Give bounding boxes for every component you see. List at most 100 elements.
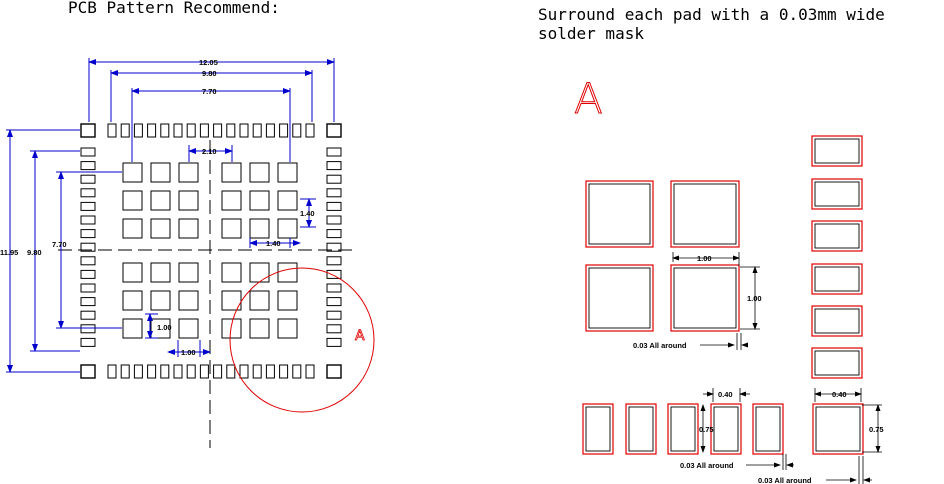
- edge-pad-right: [326, 297, 342, 307]
- edge-pad-bottom: [292, 364, 302, 379]
- small-pad-mask: [752, 403, 784, 455]
- edge-pad-top: [279, 123, 289, 138]
- center-pad: [122, 218, 143, 239]
- big-pad: [673, 183, 737, 245]
- edge-pad-left: [80, 283, 96, 293]
- center-pad: [249, 318, 270, 339]
- edge-pad-right: [326, 242, 342, 252]
- dim-height-outer: 11.95: [0, 248, 18, 257]
- center-pad: [277, 218, 298, 239]
- center-pad: [178, 218, 199, 239]
- big-pad-mask: [585, 180, 654, 248]
- side-pad: [814, 138, 860, 164]
- dim-pitch-top: 2.10: [202, 147, 217, 156]
- edge-pad-right: [326, 310, 342, 320]
- edge-pad-right: [326, 283, 342, 293]
- edge-pad-top: [199, 123, 209, 138]
- edge-pad-left: [80, 201, 96, 211]
- big-pad-mask: [670, 264, 740, 332]
- small-pad: [755, 406, 781, 452]
- center-pad: [221, 218, 242, 239]
- edge-pad-top: [305, 123, 315, 138]
- side-pad: [814, 181, 860, 207]
- center-pad: [178, 262, 199, 283]
- right-dimensions: 1.00 1.00 0.03 All around 0.40 0.75 0.03…: [633, 252, 884, 484]
- small-pad-mask: [710, 403, 742, 455]
- dim-pitch-right: 1.40: [300, 209, 315, 218]
- edge-pad-right: [326, 174, 342, 184]
- dim-big-height: 1.00: [747, 294, 762, 303]
- edge-pad-top: [186, 123, 196, 138]
- center-pad: [221, 162, 242, 183]
- side-pad: [814, 308, 860, 334]
- edge-pad-top: [133, 123, 143, 138]
- edge-pad-left: [80, 337, 96, 347]
- edge-pad-right: [326, 215, 342, 225]
- edge-pad-bottom: [133, 364, 143, 379]
- big-pad-mask: [585, 264, 654, 332]
- small-pad-mask: [625, 403, 657, 455]
- edge-pad-top: [265, 123, 275, 138]
- center-pad: [221, 190, 242, 211]
- corner-pad: [326, 364, 342, 379]
- center-pad: [221, 262, 242, 283]
- side-pad: [814, 350, 860, 376]
- edge-pad-bottom: [120, 364, 130, 379]
- center-pad: [277, 290, 298, 311]
- center-pad: [150, 262, 171, 283]
- edge-pad-right: [326, 229, 342, 239]
- edge-pad-left: [80, 147, 96, 157]
- edge-pad-right: [326, 147, 342, 157]
- edge-pad-right: [326, 256, 342, 266]
- dim-width-outer: 12.05: [199, 58, 218, 67]
- detail-pads: [582, 135, 864, 455]
- small-pad-mask: [582, 403, 614, 455]
- corner-pad: [80, 364, 96, 379]
- edge-pad-left: [80, 297, 96, 307]
- center-pad: [150, 162, 171, 183]
- edge-pad-bottom: [252, 364, 262, 379]
- edge-pad-bottom: [213, 364, 223, 379]
- small-pad: [670, 406, 696, 452]
- edge-pad-bottom: [199, 364, 209, 379]
- edge-pad-left: [80, 310, 96, 320]
- small-pad-mask: [667, 403, 699, 455]
- side-pad: [814, 266, 860, 292]
- edge-pad-right: [326, 201, 342, 211]
- edge-pad-top: [252, 123, 262, 138]
- edge-pad-right: [326, 188, 342, 198]
- edge-pad-right: [326, 337, 342, 347]
- edge-pad-left: [80, 242, 96, 252]
- edge-pad-top: [160, 123, 170, 138]
- side-pad-mask: [811, 178, 863, 210]
- edge-pad-left: [80, 269, 96, 279]
- edge-pad-bottom: [160, 364, 170, 379]
- dim-height-inner: 7.70: [52, 240, 67, 249]
- edge-pad-left: [80, 324, 96, 334]
- edge-pad-top: [239, 123, 249, 138]
- center-pad: [249, 162, 270, 183]
- dim-width-inner: 7.70: [202, 87, 217, 96]
- center-pad: [122, 162, 143, 183]
- detail-label-big: A: [574, 74, 603, 123]
- corner-pad: [80, 123, 96, 138]
- dim-big-width: 1.00: [697, 254, 712, 263]
- big-pad: [588, 183, 651, 245]
- right-title-line1: Surround each pad with a 0.03mm wide: [538, 5, 885, 24]
- side-pad-mask: [811, 135, 863, 167]
- edge-pad-top: [147, 123, 157, 138]
- edge-pad-top: [120, 123, 130, 138]
- center-pad: [249, 290, 270, 311]
- dim-pitch-bottom: 1.40: [266, 239, 281, 248]
- edge-pad-right: [326, 269, 342, 279]
- dim-side-width: 0.40: [832, 390, 847, 399]
- edge-pad-top: [292, 123, 302, 138]
- dim-mask-big: 0.03 All around: [633, 341, 687, 350]
- edge-pad-left: [80, 188, 96, 198]
- center-pad: [122, 262, 143, 283]
- dim-small-height: 0.75: [699, 425, 714, 434]
- corner-pad: [326, 123, 342, 138]
- center-pad: [178, 318, 199, 339]
- edge-pad-bottom: [279, 364, 289, 379]
